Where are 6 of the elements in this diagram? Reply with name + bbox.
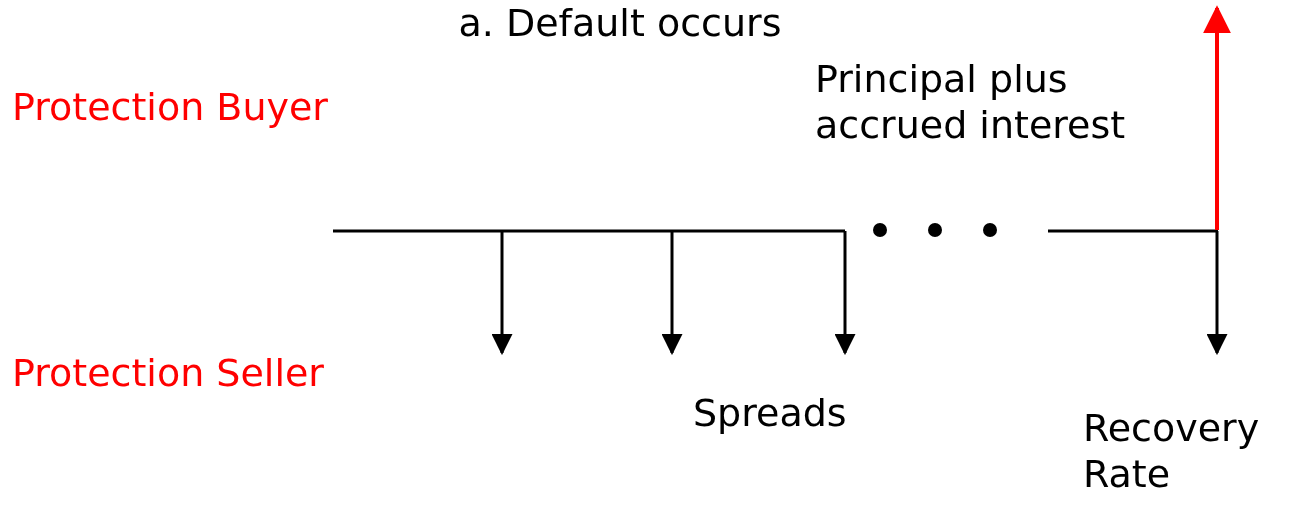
party-label: Protection Seller (12, 350, 324, 396)
chart-title: a. Default occurs (457, 0, 783, 46)
cashflow-label: Recovery Rate (1083, 405, 1261, 497)
cashflow-label: Principal plus accrued interest (815, 56, 1127, 148)
party-label: Protection Buyer (12, 84, 328, 130)
cashflow-label: Spreads (693, 390, 847, 436)
